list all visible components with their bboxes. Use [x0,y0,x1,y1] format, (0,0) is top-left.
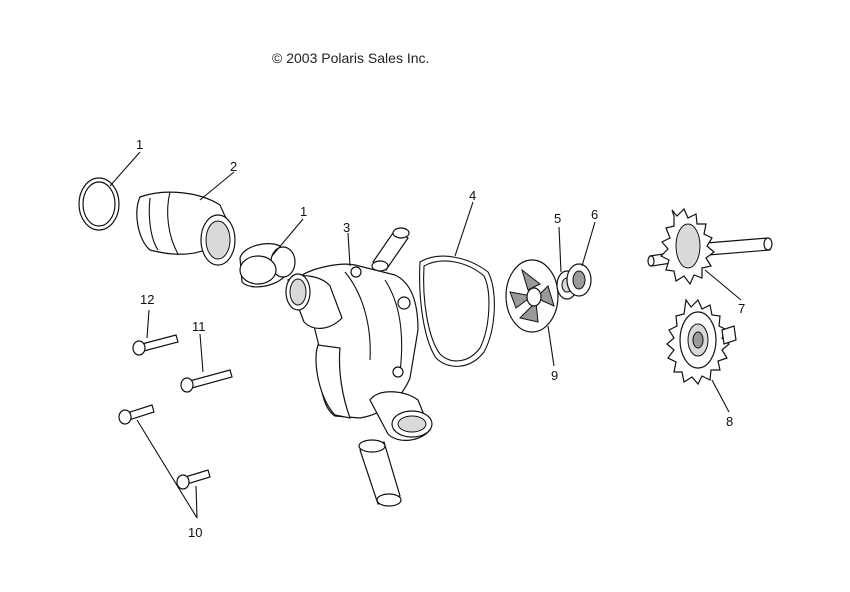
o-ring-gasket [419,255,495,367]
callout-11: 11 [192,319,206,334]
callout-8: 8 [726,414,733,429]
callout-3: 3 [343,220,350,235]
callout-7: 7 [738,301,745,316]
bolt-10-lower [176,469,211,490]
copyright-notice: © 2003 Polaris Sales Inc. [272,50,430,66]
callout-12: 12 [140,292,154,307]
bolt-12 [132,334,179,356]
ring-clamp-right [239,243,296,288]
ring-clamp-left [78,177,120,231]
water-pump-housing [285,263,433,441]
callout-6: 6 [591,207,598,222]
leader-lines [109,151,742,519]
coolant-hose [136,191,236,266]
callout-1a: 1 [136,137,143,152]
callout-4: 4 [469,188,476,203]
tube-pin [371,227,410,272]
callout-5: 5 [554,211,561,226]
callout-1b: 1 [300,204,307,219]
seal-bearing [556,263,592,300]
bolt-10-upper [118,404,155,425]
callout-9: 9 [551,368,558,383]
callout-2: 2 [230,159,237,174]
bolt-11 [180,369,233,393]
impeller [505,259,559,333]
bypass-tube [358,439,402,507]
callout-10: 10 [188,525,202,540]
idler-gear [666,298,737,386]
drive-gear-shaft [647,207,773,286]
